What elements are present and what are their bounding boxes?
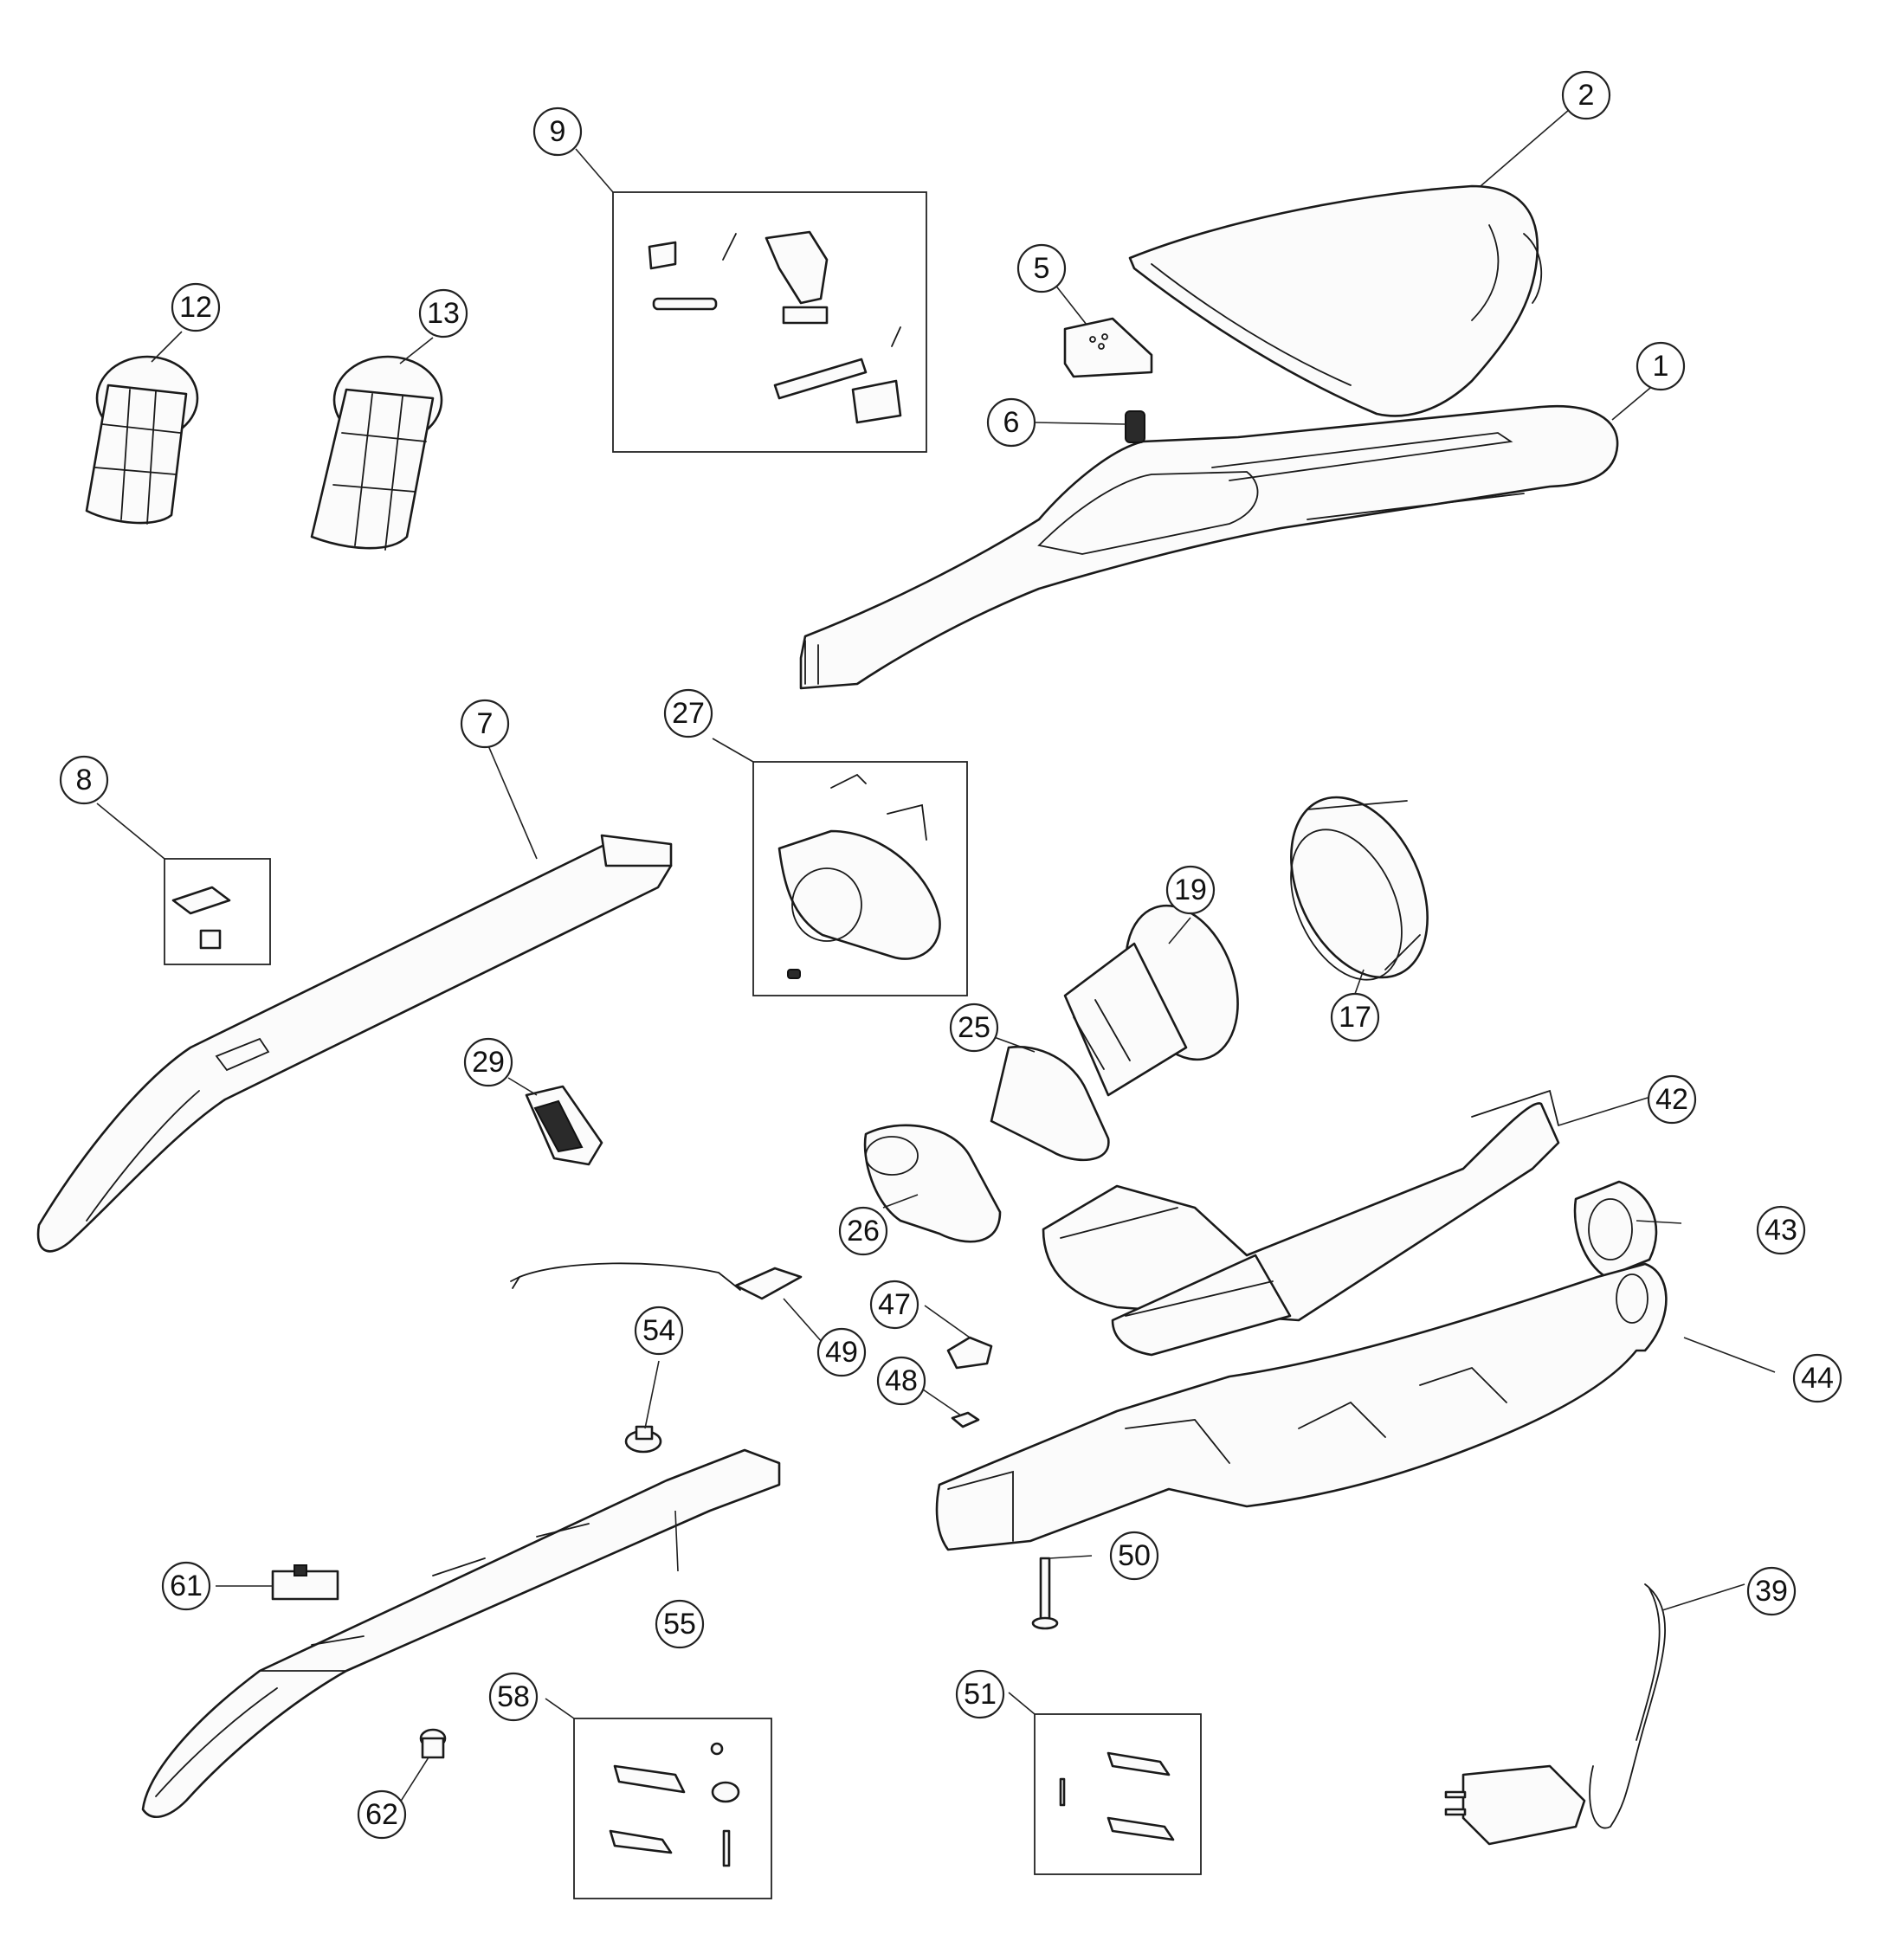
part-26-band: [863, 1124, 1002, 1243]
callout-7-label: 7: [477, 707, 494, 740]
callout-43-label: 43: [1765, 1214, 1797, 1247]
part-39-power-cord: [1444, 1583, 1666, 1846]
callout-12: 12: [171, 282, 221, 332]
callout-29: 29: [463, 1037, 513, 1087]
part-17-ring: [1290, 796, 1429, 981]
part-47-clip: [946, 1336, 993, 1370]
part-8-clip-kit: [164, 858, 271, 965]
part-7-handle: [36, 834, 673, 1253]
callout-44: 44: [1792, 1353, 1842, 1403]
part-55-handle-frame: [141, 1448, 781, 1818]
callout-1-label: 1: [1653, 350, 1669, 383]
callout-25: 25: [949, 1003, 999, 1053]
callout-48-label: 48: [885, 1364, 918, 1397]
part-25-band: [990, 1045, 1110, 1162]
callout-42-label: 42: [1655, 1083, 1688, 1116]
callout-7: 7: [460, 699, 510, 749]
part-61-switch: [271, 1564, 339, 1601]
callout-26: 26: [838, 1206, 888, 1256]
callout-42: 42: [1647, 1074, 1697, 1125]
callout-26-label: 26: [847, 1215, 880, 1248]
part-2-top-cover: [1128, 184, 1543, 417]
part-19-motor: [1063, 904, 1239, 1097]
callout-25-label: 25: [958, 1011, 990, 1044]
callout-54-label: 54: [642, 1314, 675, 1347]
part-49-circuit-board: [510, 1262, 803, 1300]
callout-8-label: 8: [76, 764, 93, 796]
callout-62: 62: [357, 1789, 407, 1840]
callout-2: 2: [1561, 70, 1611, 120]
callout-5: 5: [1016, 243, 1067, 293]
callout-58-label: 58: [497, 1680, 530, 1713]
callout-55-label: 55: [663, 1608, 696, 1641]
callout-39-label: 39: [1755, 1575, 1788, 1608]
part-12-filter: [85, 355, 199, 525]
callout-27: 27: [663, 688, 713, 738]
callout-48: 48: [876, 1356, 926, 1406]
part-44-lower-housing: [935, 1262, 1668, 1551]
callout-47-label: 47: [878, 1288, 911, 1321]
leader-lines: [96, 109, 1776, 1803]
part-6-spring: [1125, 410, 1145, 443]
callout-12-label: 12: [179, 291, 212, 324]
callout-5-label: 5: [1034, 252, 1050, 285]
callout-49: 49: [816, 1327, 867, 1377]
callout-13: 13: [418, 288, 468, 338]
callout-13-label: 13: [427, 297, 460, 330]
callout-51-label: 51: [964, 1678, 997, 1711]
callout-49-label: 49: [825, 1336, 858, 1369]
part-62-foot: [419, 1728, 447, 1759]
callout-6: 6: [986, 397, 1036, 448]
callout-47: 47: [869, 1280, 919, 1330]
callout-43: 43: [1756, 1205, 1806, 1255]
part-13-filter: [310, 355, 443, 551]
callout-27-label: 27: [672, 697, 705, 730]
callout-9-label: 9: [550, 115, 566, 148]
callout-54: 54: [634, 1306, 684, 1356]
part-5-button-plate: [1063, 317, 1153, 378]
callout-61-label: 61: [170, 1570, 203, 1602]
callout-29-label: 29: [472, 1046, 505, 1079]
callout-19: 19: [1165, 865, 1216, 915]
callout-17: 17: [1330, 992, 1380, 1042]
part-43-cap: [1573, 1180, 1658, 1279]
part-50-screw: [1031, 1557, 1059, 1630]
callout-50-label: 50: [1118, 1539, 1151, 1572]
callout-51: 51: [955, 1669, 1005, 1719]
callout-6-label: 6: [1003, 406, 1020, 439]
part-48-nut: [951, 1411, 980, 1428]
part-29-bracket: [525, 1085, 603, 1166]
part-58-lever-kit: [573, 1718, 772, 1899]
callout-55: 55: [655, 1599, 705, 1649]
part-51-lever-kit: [1034, 1713, 1202, 1875]
callout-39: 39: [1746, 1566, 1797, 1616]
part-42-grille-housing: [1042, 1089, 1560, 1357]
callout-1: 1: [1636, 341, 1686, 391]
callout-44-label: 44: [1801, 1362, 1834, 1395]
callout-17-label: 17: [1339, 1001, 1371, 1034]
part-1-body-shell: [799, 404, 1619, 690]
callout-8: 8: [59, 755, 109, 805]
callout-2-label: 2: [1578, 79, 1595, 112]
callout-9: 9: [532, 106, 583, 157]
callout-19-label: 19: [1174, 874, 1207, 906]
callout-62-label: 62: [365, 1798, 398, 1831]
callout-61: 61: [161, 1561, 211, 1611]
part-9-latch-kit: [612, 191, 927, 453]
callout-50: 50: [1109, 1531, 1159, 1581]
part-27-motor-housing: [752, 761, 968, 996]
callout-58: 58: [488, 1672, 539, 1722]
part-54-mount: [624, 1425, 662, 1454]
